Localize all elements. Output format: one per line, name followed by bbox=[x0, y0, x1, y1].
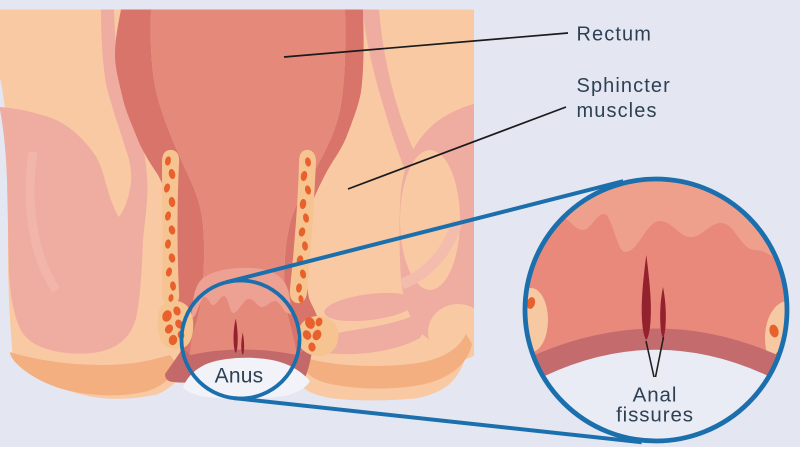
svg-text:Anus: Anus bbox=[215, 365, 264, 388]
svg-text:Anal: Anal bbox=[633, 384, 678, 407]
svg-text:fissures: fissures bbox=[616, 403, 694, 426]
svg-text:muscles: muscles bbox=[577, 100, 658, 122]
svg-text:Rectum: Rectum bbox=[577, 23, 653, 45]
svg-text:Sphincter: Sphincter bbox=[577, 75, 671, 97]
